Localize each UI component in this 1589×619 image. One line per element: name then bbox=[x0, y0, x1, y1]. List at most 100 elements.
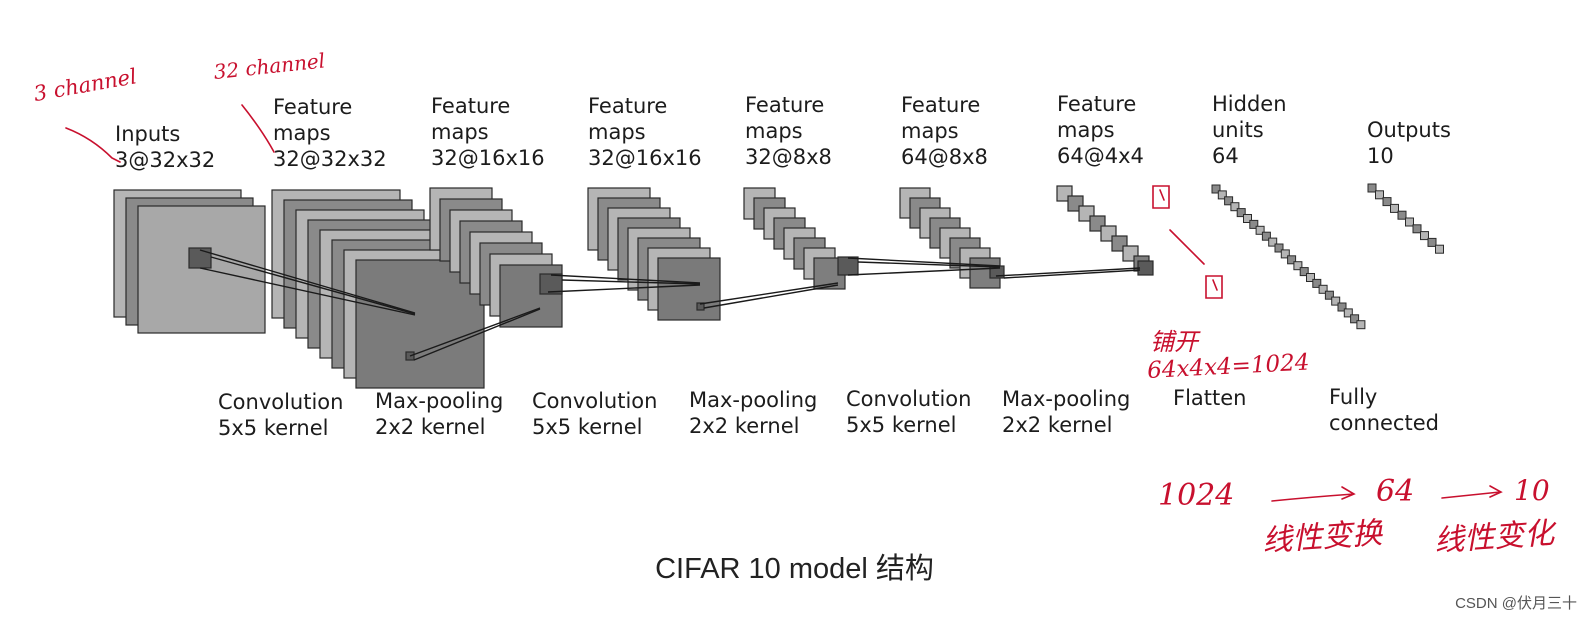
output-unit bbox=[1382, 197, 1392, 207]
hidden-unit bbox=[1306, 273, 1315, 282]
hidden-unit bbox=[1312, 278, 1322, 288]
hidden-unit bbox=[1224, 196, 1234, 206]
layer-label-line: Inputs bbox=[115, 122, 181, 146]
layer-label-line: 10 bbox=[1367, 144, 1394, 168]
layer-label-line: Outputs bbox=[1367, 118, 1451, 142]
receptive-line bbox=[210, 256, 416, 315]
op-label-max-pooling-1: Max-pooling 2x2 kernel bbox=[375, 388, 503, 440]
receptive-line bbox=[550, 274, 701, 284]
handwritten-pointer-feature bbox=[241, 104, 275, 153]
hidden-unit bbox=[1236, 208, 1246, 218]
layer-label-line: 3@32x32 bbox=[115, 148, 216, 172]
pool-line bbox=[1003, 269, 1141, 279]
layer-label-line: 32@8x8 bbox=[745, 145, 832, 169]
output-unit bbox=[1412, 224, 1422, 234]
op-label-convolution-3: Convolution 5x5 kernel bbox=[846, 386, 971, 438]
feature-maps-6 bbox=[1056, 185, 1150, 272]
layer-label-feature-maps-6: Feature maps 64@4x4 bbox=[1057, 91, 1144, 169]
hidden-unit bbox=[1356, 320, 1366, 330]
handwritten-dashes bbox=[1169, 229, 1205, 265]
hidden-unit bbox=[1230, 202, 1240, 212]
layer-label-line: maps bbox=[1057, 118, 1115, 142]
op-label-convolution-1: Convolution 5x5 kernel bbox=[218, 389, 343, 441]
annotation-flatten-label: 铺开 bbox=[1150, 328, 1198, 356]
layer-label-feature-maps-4: Feature maps 32@8x8 bbox=[745, 92, 832, 170]
hidden-unit bbox=[1217, 190, 1227, 200]
conv-kernel-patch-1 bbox=[188, 247, 212, 269]
feature-maps-2 bbox=[429, 187, 563, 328]
op-label-line: Flatten bbox=[1173, 386, 1247, 410]
handwritten-pointer-input bbox=[65, 127, 121, 163]
output-unit bbox=[1375, 190, 1384, 200]
handwritten-arrow-1 bbox=[1271, 486, 1356, 502]
op-label-line: Fully bbox=[1329, 385, 1378, 409]
op-label-line: Convolution bbox=[532, 389, 658, 413]
layer-label-line: 32@16x16 bbox=[588, 146, 702, 170]
op-label-line: connected bbox=[1329, 411, 1439, 435]
hidden-unit bbox=[1343, 308, 1353, 318]
layer-label-line: 32@32x32 bbox=[273, 147, 387, 171]
output-unit bbox=[1367, 183, 1377, 193]
diagram-caption: CIFAR 10 model 结构 bbox=[655, 553, 934, 585]
target-cell-2 bbox=[696, 302, 705, 311]
hidden-unit bbox=[1211, 184, 1221, 194]
receptive-line bbox=[847, 257, 1001, 267]
hidden-unit bbox=[1280, 249, 1290, 259]
hidden-unit bbox=[1337, 302, 1347, 312]
op-label-max-pooling-3: Max-pooling 2x2 kernel bbox=[1002, 386, 1130, 438]
hidden-unit bbox=[1350, 314, 1360, 324]
annotation-dim-64: 64 bbox=[1376, 474, 1415, 509]
watermark: CSDN @伏月三十 bbox=[1455, 595, 1577, 612]
layer-label-line: Feature bbox=[273, 95, 353, 119]
feature-maps-3-map bbox=[657, 257, 721, 321]
output-unit bbox=[1390, 203, 1399, 213]
handwritten-arrow-2 bbox=[1441, 485, 1503, 499]
layer-label-inputs: Inputs 3@32x32 bbox=[115, 121, 215, 173]
input-maps-map bbox=[137, 205, 266, 334]
hidden-unit bbox=[1331, 296, 1341, 306]
receptive-line bbox=[561, 279, 701, 285]
conv-kernel-patch-2 bbox=[539, 273, 563, 295]
layer-label-line: maps bbox=[588, 120, 646, 144]
hidden-unit bbox=[1299, 267, 1309, 277]
hidden-unit bbox=[1324, 290, 1334, 300]
feature-maps-5 bbox=[899, 187, 1001, 289]
layer-label-line: Feature bbox=[431, 94, 511, 118]
layer-label-line: Feature bbox=[1057, 92, 1137, 116]
op-label-max-pooling-2: Max-pooling 2x2 kernel bbox=[689, 387, 817, 439]
layer-label-line: Feature bbox=[745, 93, 825, 117]
receptive-line bbox=[847, 267, 1001, 276]
feature-maps-3 bbox=[587, 187, 721, 321]
op-label-line: Convolution bbox=[218, 390, 344, 414]
layer-label-line: 64@4x4 bbox=[1057, 144, 1144, 168]
op-label-line: 5x5 kernel bbox=[846, 413, 957, 437]
output-unit bbox=[1427, 237, 1437, 247]
receptive-line bbox=[547, 284, 701, 293]
layer-label-feature-maps-1: Feature maps 32@32x32 bbox=[273, 94, 387, 172]
op-label-line: 2x2 kernel bbox=[375, 415, 486, 439]
hidden-unit bbox=[1268, 237, 1278, 247]
layer-label-outputs: Outputs 10 bbox=[1367, 117, 1451, 169]
annotation-dim-1024: 1024 bbox=[1158, 478, 1235, 513]
layer-label-feature-maps-2: Feature maps 32@16x16 bbox=[431, 93, 545, 171]
layer-label-line: maps bbox=[745, 119, 803, 143]
hidden-unit bbox=[1249, 219, 1259, 229]
layer-label-line: 64 bbox=[1212, 144, 1239, 168]
op-label-line: 5x5 kernel bbox=[218, 416, 329, 440]
handwritten-box-1 bbox=[1152, 185, 1170, 209]
pool-line bbox=[409, 307, 541, 357]
layer-label-line: Hidden bbox=[1212, 92, 1287, 116]
op-label-line: Max-pooling bbox=[375, 389, 504, 413]
layer-label-line: units bbox=[1212, 118, 1264, 142]
pool-line bbox=[703, 284, 839, 309]
conv-kernel-patch-3 bbox=[837, 256, 859, 276]
op-label-line: 5x5 kernel bbox=[532, 415, 643, 439]
hidden-unit bbox=[1293, 261, 1303, 271]
op-label-line: Max-pooling bbox=[1002, 387, 1131, 411]
output-unit bbox=[1420, 231, 1429, 241]
input-maps bbox=[113, 189, 266, 334]
op-label-line: Max-pooling bbox=[689, 388, 818, 412]
hidden-unit bbox=[1243, 214, 1252, 223]
